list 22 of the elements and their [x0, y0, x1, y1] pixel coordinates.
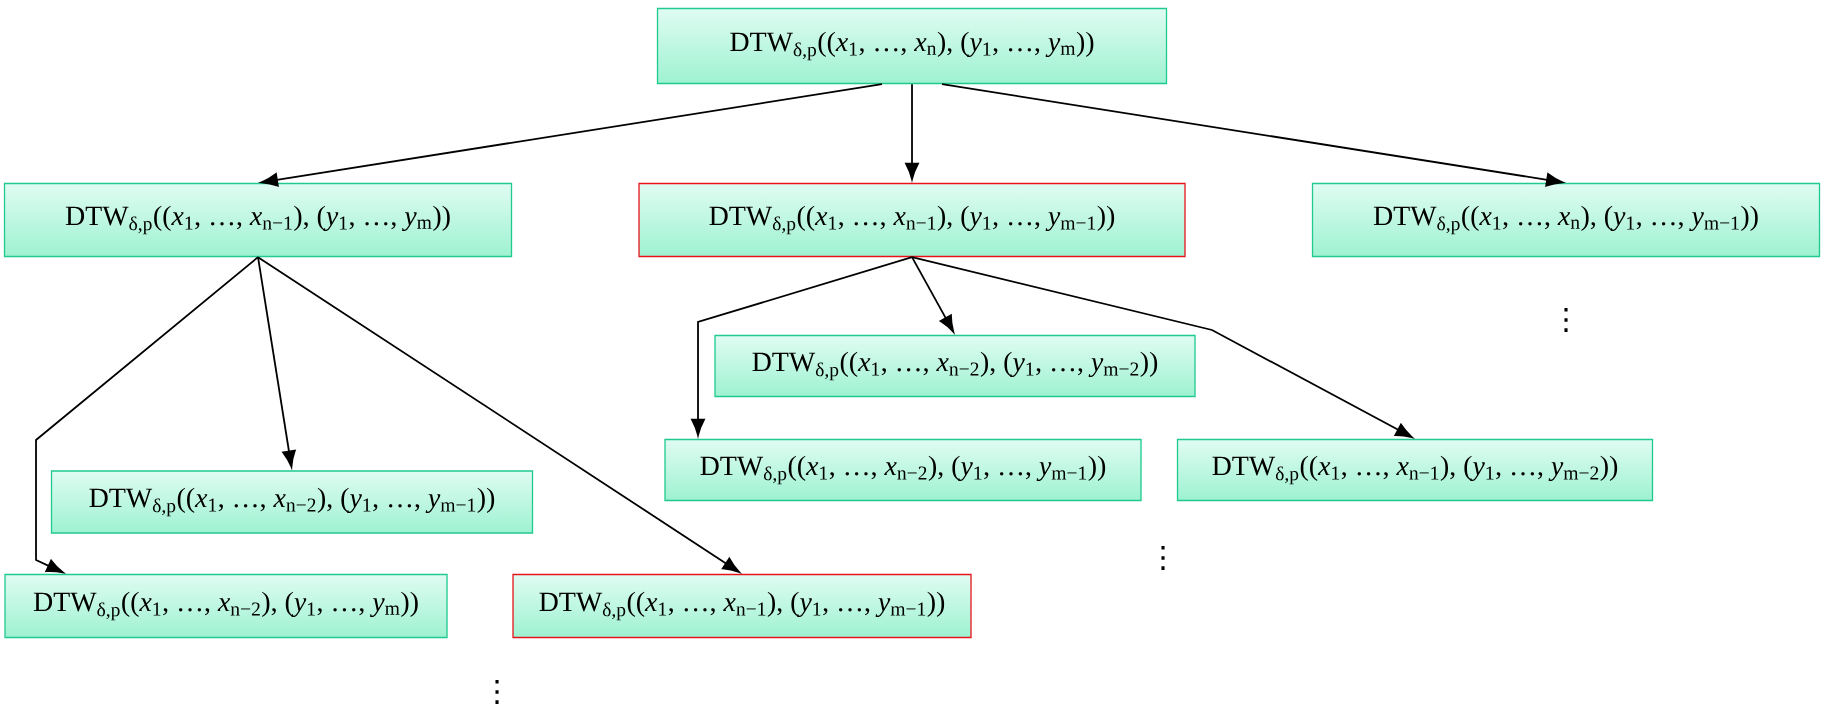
formula-box: DTW$_{δ,p}$((x$_{1}$, …, x$_{n−2}$), (y$_{1}$, …, y$_{m−1}$))	[664, 438, 1142, 502]
formula-box: DTW$_{δ,p}$((x$_{1}$, …, x$_{n}$), (y$_{1}$, …, y$_{m−1}$))	[1311, 182, 1821, 258]
arrow	[257, 256, 740, 573]
formula-box: DTW$_{δ,p}$((x$_{1}$, …, x$_{n−1}$), (y$_{1}$, …, y$_{m−1}$))	[512, 573, 972, 639]
formula-box: DTW$_{δ,p}$((x$_{1}$, …, x$_{n}$), (y$_{1}$, …, y$_{m}$))	[656, 7, 1168, 85]
ellipsis: ⋮	[495, 679, 499, 705]
formula-box: DTW$_{δ,p}$((x$_{1}$, …, x$_{n−1}$), (y$_{1}$, …, y$_{m−1}$))	[638, 182, 1186, 258]
formula-box: DTW$_{δ,p}$((x$_{1}$, …, x$_{n−1}$), (y$_{1}$, …, y$_{m}$))	[3, 182, 513, 258]
formula-box: DTW$_{δ,p}$((x$_{1}$, …, x$_{n−1}$), (y$_{1}$, …, y$_{m−2}$))	[1176, 438, 1654, 502]
arrow	[35, 256, 259, 574]
arrow	[911, 256, 955, 333]
arrow	[260, 83, 883, 187]
arrow	[941, 83, 1564, 187]
ellipsis: ⋮	[1161, 545, 1165, 571]
arrow	[691, 256, 913, 437]
arrow	[911, 256, 1413, 438]
formula-box: DTW$_{δ,p}$((x$_{1}$, …, x$_{n−2}$), (y$_{1}$, …, y$_{m−2}$))	[714, 334, 1196, 398]
arrow	[905, 83, 919, 181]
formula-box: DTW$_{δ,p}$((x$_{1}$, …, x$_{n−2}$), (y$_{1}$, …, y$_{m−1}$))	[50, 470, 534, 534]
arrow	[257, 256, 296, 468]
formula-box: DTW$_{δ,p}$((x$_{1}$, …, x$_{n−2}$), (y$_{1}$, …, y$_{m}$))	[4, 573, 448, 639]
ellipsis: ⋮	[1564, 307, 1568, 333]
